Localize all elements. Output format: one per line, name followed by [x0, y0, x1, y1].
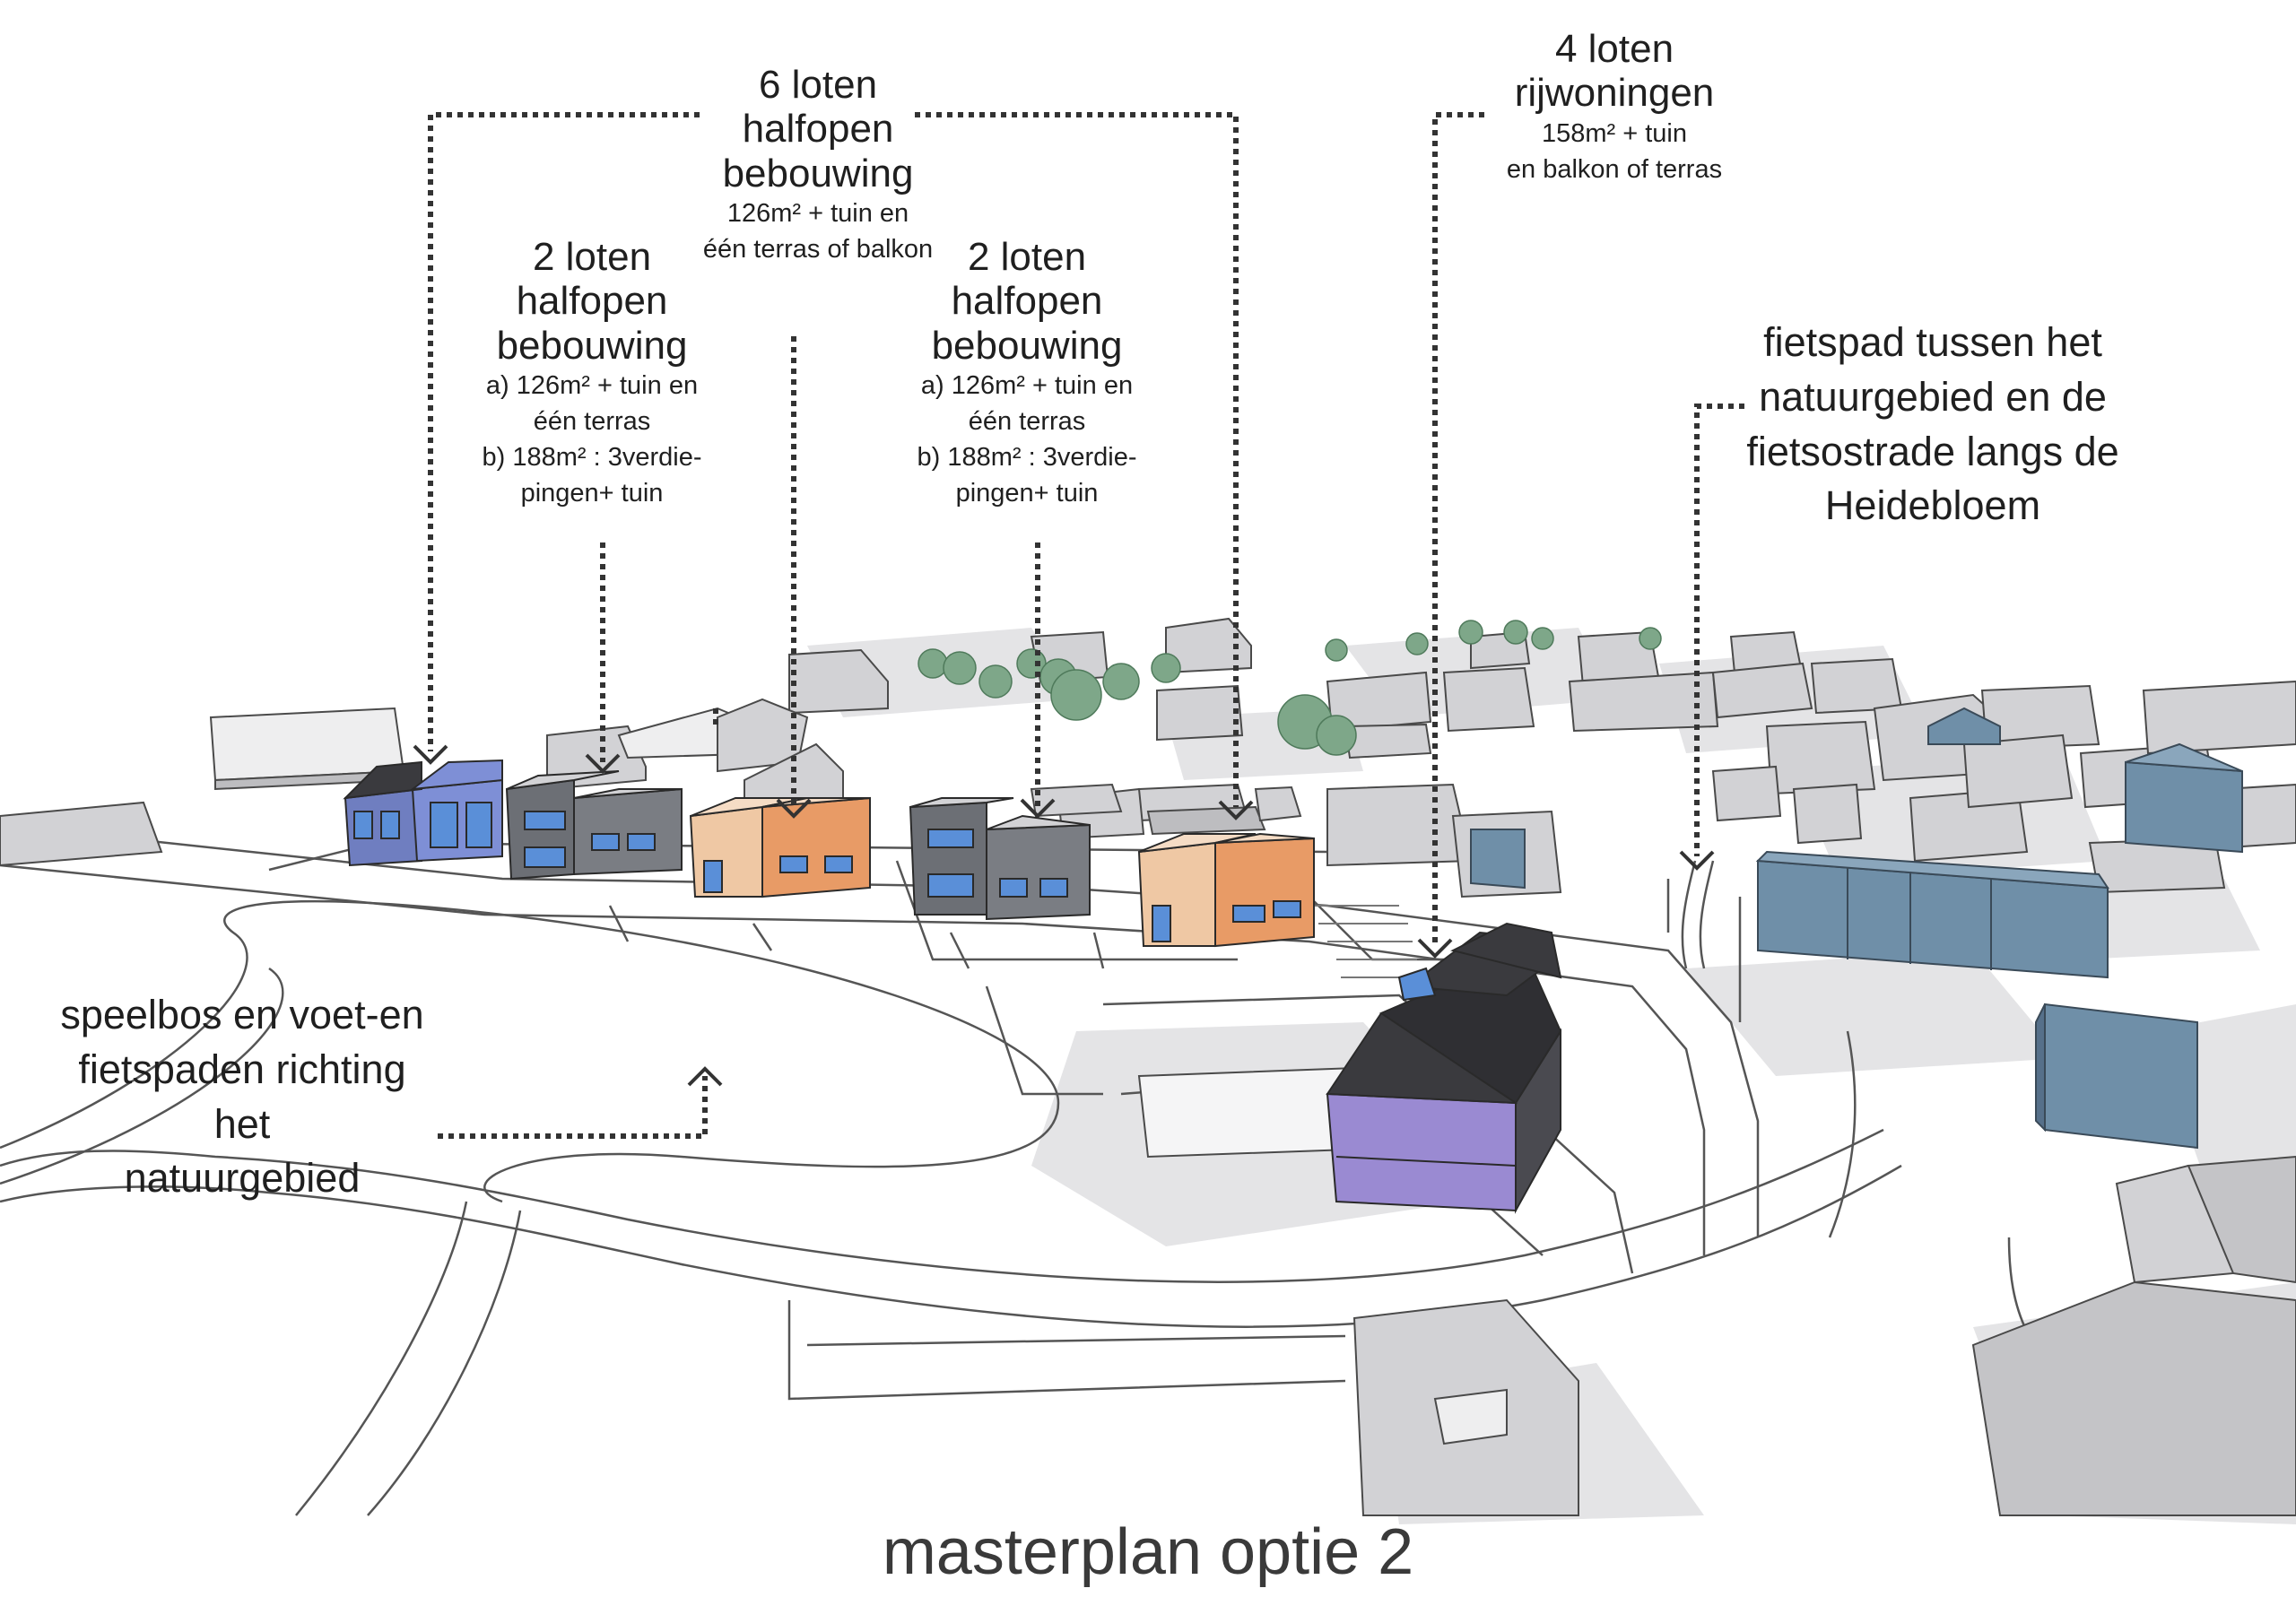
parking-stripes: [1309, 905, 1422, 978]
annotation-play-forest: speelbos en voet-en fietspaden richting …: [18, 988, 466, 1206]
six-lots-title-2: halfopen: [742, 107, 894, 152]
play-forest-line-3: het: [213, 1100, 271, 1147]
two-lots-left-detail-3: b) 188m² : 3verdie-: [482, 442, 702, 472]
two-lots-left-title-1: 2 loten: [532, 235, 652, 279]
bike-path-line-4: Heidebloem: [1824, 482, 2041, 529]
annotation-four-lots: 4 loten rijwoningen 158m² + tuin en balk…: [1471, 27, 1758, 187]
six-lots-title-3: bebouwing: [722, 151, 914, 195]
six-lots-detail-1: 126m² + tuin en: [726, 198, 909, 228]
road-network: [0, 823, 2100, 1516]
new-houses-orange-pair-1: [689, 796, 871, 898]
bike-path-line-2: natuurgebied en de: [1759, 373, 2107, 420]
new-houses-grey-pair-2: [909, 797, 1091, 921]
annotation-two-lots-left: 2 loten halfopen bebouwing a) 126m² + tu…: [457, 235, 726, 511]
annotation-six-lots: 6 loten halfopen bebouwing 126m² + tuin …: [683, 63, 952, 267]
blue-buildings: [1470, 707, 2243, 1150]
two-lots-right-detail-3: b) 188m² : 3verdie-: [917, 442, 1137, 472]
two-lots-left-detail-2: één terras: [533, 406, 651, 436]
two-lots-right-detail-1: a) 126m² + tuin en: [920, 370, 1134, 400]
four-lots-detail-2: en balkon of terras: [1506, 154, 1723, 184]
four-lots-title-1: 4 loten: [1554, 27, 1674, 71]
two-lots-right-title-3: bebouwing: [931, 323, 1123, 368]
two-lots-right-detail-2: één terras: [968, 406, 1086, 436]
two-lots-right-title-2: halfopen: [951, 279, 1103, 324]
two-lots-right-title-1: 2 loten: [967, 235, 1087, 279]
row-houses-purple: [1326, 922, 1562, 1214]
new-houses-orange-pair-2: [1137, 832, 1315, 948]
two-lots-left-title-3: bebouwing: [496, 323, 688, 368]
callout-arrowheads: [413, 744, 1715, 1087]
callout-lines: [428, 112, 1744, 1139]
masterplan-caption: masterplan optie 2: [882, 1516, 1414, 1588]
four-lots-title-2: rijwoningen: [1514, 71, 1715, 116]
annotation-two-lots-right: 2 loten halfopen bebouwing a) 126m² + tu…: [892, 235, 1161, 511]
new-houses-grey-pair-1: [505, 770, 683, 881]
two-lots-left-detail-1: a) 126m² + tuin en: [485, 370, 699, 400]
four-lots-detail-1: 158m² + tuin: [1541, 118, 1687, 148]
annotation-bike-path: fietspad tussen het natuurgebied en de f…: [1731, 316, 2135, 534]
six-lots-detail-2: één terras of balkon: [702, 234, 934, 264]
two-lots-left-title-2: halfopen: [516, 279, 668, 324]
trees: [918, 620, 1662, 756]
bike-path-line-1: fietspad tussen het: [1763, 319, 2102, 365]
new-houses-blue-pair: [343, 759, 503, 867]
two-lots-left-detail-4: pingen+ tuin: [520, 478, 664, 508]
bike-path-line-3: fietsostrade langs de: [1746, 428, 2119, 474]
play-forest-line-2: fietspaden richting: [78, 1046, 406, 1092]
play-forest-line-1: speelbos en voet-en: [60, 992, 424, 1037]
play-forest-line-4: natuurgebied: [124, 1155, 361, 1202]
two-lots-right-detail-4: pingen+ tuin: [955, 478, 1099, 508]
six-lots-title-1: 6 loten: [758, 63, 878, 107]
